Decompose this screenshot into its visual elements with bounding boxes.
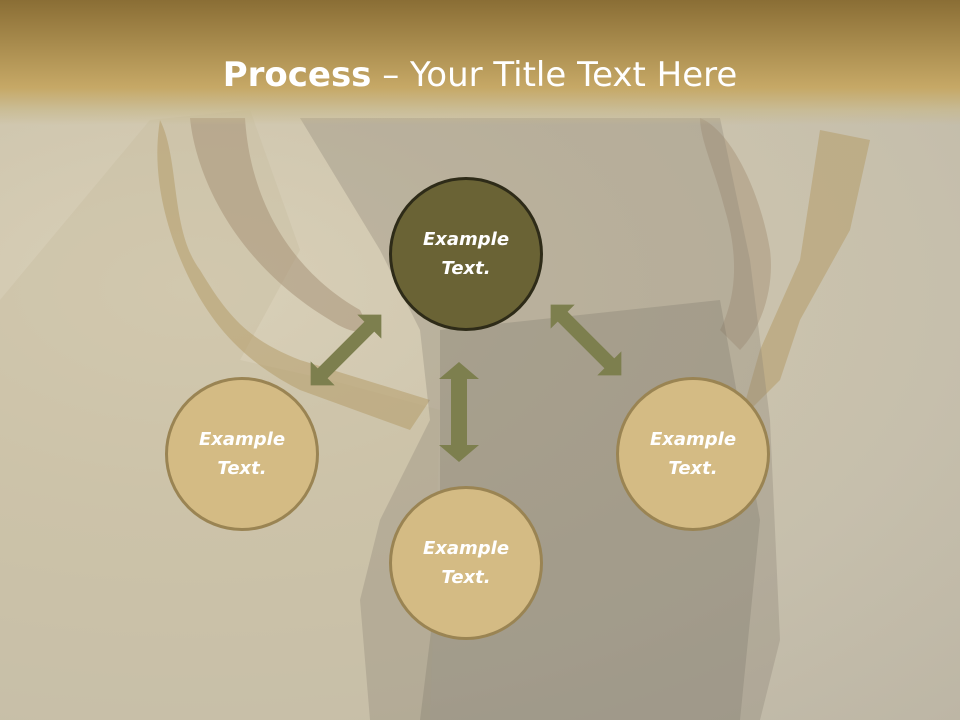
right-circle: Example Text. xyxy=(616,377,770,531)
circle-label: Example Text. xyxy=(422,229,510,279)
bottom-circle: Example Text. xyxy=(389,486,543,640)
circle-label: Example Text. xyxy=(422,538,510,588)
center-circle: Example Text. xyxy=(389,177,543,331)
left-circle: Example Text. xyxy=(165,377,319,531)
double-arrow-icon xyxy=(439,362,479,462)
double-arrow-icon xyxy=(310,314,382,386)
circle-label: Example Text. xyxy=(198,429,286,479)
double-arrow-icon xyxy=(550,304,622,376)
header-bar xyxy=(0,0,960,125)
slide-title: Process – Your Title Text Here xyxy=(0,54,960,96)
title-rest: – Your Title Text Here xyxy=(371,55,738,95)
title-bold: Process xyxy=(222,55,372,95)
circle-label: Example Text. xyxy=(649,429,737,479)
